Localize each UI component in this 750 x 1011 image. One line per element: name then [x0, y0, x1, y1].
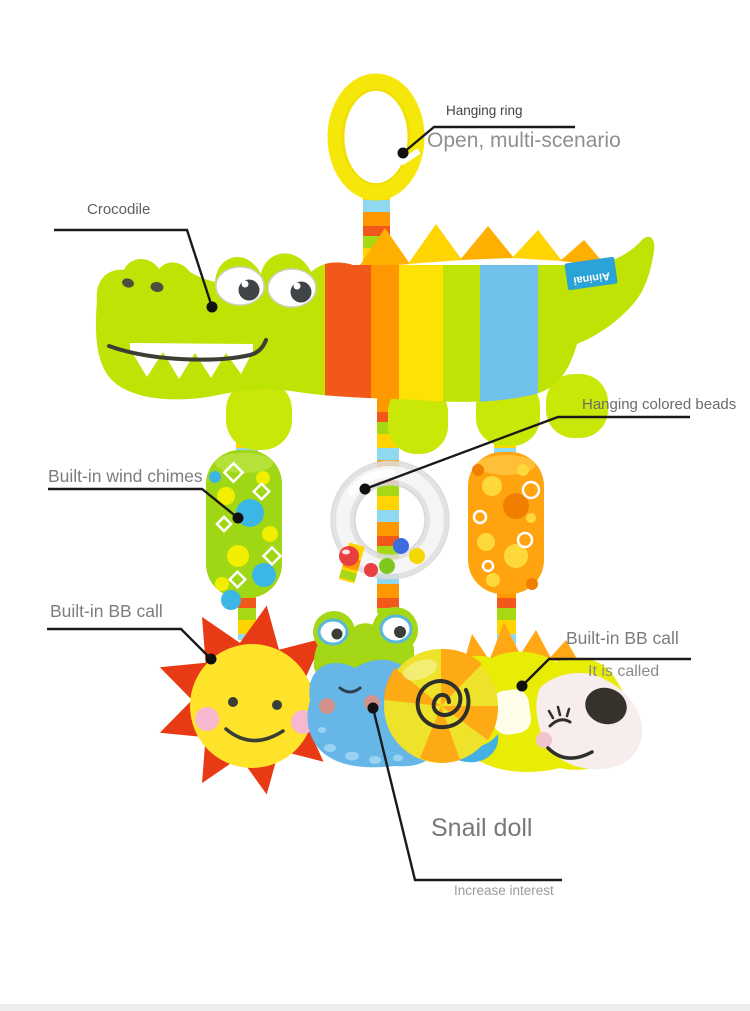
wind-chime-cylinder-graphic	[206, 450, 283, 610]
crocodile-nostril	[150, 281, 164, 293]
crocodile-mouth	[107, 338, 268, 362]
bead-ring-graphic	[330, 460, 450, 584]
bottom-gray-strip	[0, 1004, 750, 1011]
colored-beads-label: Hanging colored beads	[582, 396, 737, 413]
brand-tag-text: Aininai	[573, 269, 611, 286]
crocodile-eyes	[215, 266, 317, 308]
crocodile-legs-graphic	[226, 374, 608, 454]
crocodile-back-spikes-graphic	[358, 224, 606, 268]
hanging-ring-sublabel: Open, multi-scenario	[427, 129, 621, 152]
crocodile-nostril	[122, 278, 134, 288]
callout-lines	[47, 125, 691, 882]
snail-doll-label: Snail doll	[431, 814, 533, 842]
ring-opening-gap	[399, 148, 421, 166]
bb-call-left-label: Built-in BB call	[50, 601, 163, 621]
shell-spiral	[415, 679, 471, 730]
colored-beads	[339, 538, 425, 577]
bb-call-right-sublabel: It is called	[588, 663, 660, 680]
wind-chimes-label: Built-in wind chimes	[48, 466, 203, 486]
crocodile-label: Crocodile	[87, 201, 151, 218]
bb-call-right-label: Built-in BB call	[566, 628, 679, 648]
hanging-ring-graphic	[327, 73, 425, 201]
hanging-ring-label: Hanging ring	[446, 103, 523, 118]
brand-tag: Aininai	[564, 256, 618, 291]
orange-cylinder-graphic	[468, 452, 544, 594]
snail-shell-graphic	[384, 648, 499, 763]
snail-doll-sublabel: Increase interest	[454, 883, 554, 898]
crocodile-teeth	[130, 343, 253, 379]
callout-dots	[205, 147, 528, 714]
hedgehog-nose	[585, 687, 627, 725]
sun-face	[190, 644, 314, 768]
